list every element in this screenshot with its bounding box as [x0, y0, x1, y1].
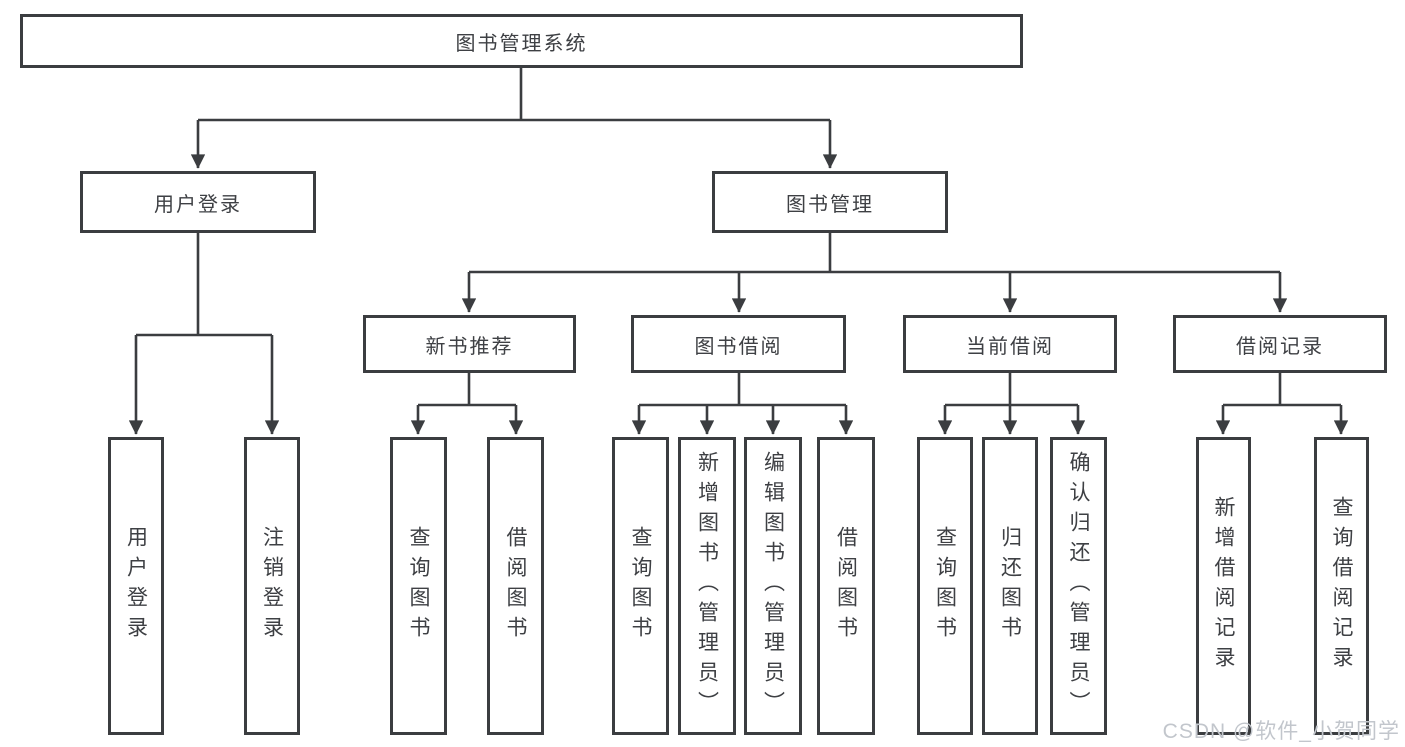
csdn-watermark: CSDN @软件_小贺同学 — [1162, 720, 1400, 743]
leaf-add-borrow-record: 新增借阅记录 — [1196, 437, 1251, 735]
node-label: 图书管理 — [786, 193, 874, 216]
leaf-logout: 注销登录 — [244, 437, 300, 735]
node-label: 借阅记录 — [1236, 335, 1324, 358]
node-label: 注销登录 — [260, 526, 284, 646]
node-label: 新增借阅记录 — [1212, 496, 1235, 676]
node-book-management-branch: 图书管理 — [712, 171, 948, 233]
leaf-newbook-query-books: 查询图书 — [390, 437, 447, 735]
node-label: 当前借阅 — [966, 335, 1054, 358]
node-label: 确认归还（管理员） — [1067, 451, 1090, 721]
node-label: 图书借阅 — [694, 335, 783, 358]
node-label: 查询图书 — [629, 526, 652, 646]
node-label: 借阅图书 — [834, 526, 858, 646]
leaf-confirm-return-admin: 确认归还（管理员） — [1050, 437, 1107, 735]
leaf-borrowing-borrow-books: 借阅图书 — [817, 437, 875, 735]
leaf-current-query-books: 查询图书 — [917, 437, 973, 735]
leaf-return-books: 归还图书 — [982, 437, 1038, 735]
node-user-login-branch: 用户登录 — [80, 171, 316, 233]
node-label: 借阅图书 — [504, 526, 527, 646]
node-label: 新书推荐 — [425, 335, 514, 358]
node-label: 查询图书 — [407, 526, 430, 646]
node-label: 新增图书（管理员） — [695, 451, 719, 721]
leaf-borrowing-query-books: 查询图书 — [612, 437, 669, 735]
leaf-user-login: 用户登录 — [108, 437, 164, 735]
node-label: 图书管理系统 — [455, 32, 588, 55]
node-library-management-system: 图书管理系统 — [20, 14, 1023, 68]
node-label: 用户登录 — [154, 193, 242, 216]
leaf-add-book-admin: 新增图书（管理员） — [678, 437, 736, 735]
node-label: 归还图书 — [998, 526, 1022, 646]
node-label: 编辑图书（管理员） — [761, 451, 785, 721]
node-current-borrowing: 当前借阅 — [903, 315, 1117, 373]
leaf-edit-book-admin: 编辑图书（管理员） — [744, 437, 802, 735]
leaf-newbook-borrow-books: 借阅图书 — [487, 437, 544, 735]
node-label: 查询借阅记录 — [1330, 496, 1353, 676]
node-book-borrowing: 图书借阅 — [631, 315, 846, 373]
leaf-query-borrow-record: 查询借阅记录 — [1314, 437, 1369, 735]
node-label: 用户登录 — [124, 526, 148, 646]
node-borrowing-records: 借阅记录 — [1173, 315, 1387, 373]
node-new-book-recommendation: 新书推荐 — [363, 315, 576, 373]
node-label: 查询图书 — [933, 526, 957, 646]
